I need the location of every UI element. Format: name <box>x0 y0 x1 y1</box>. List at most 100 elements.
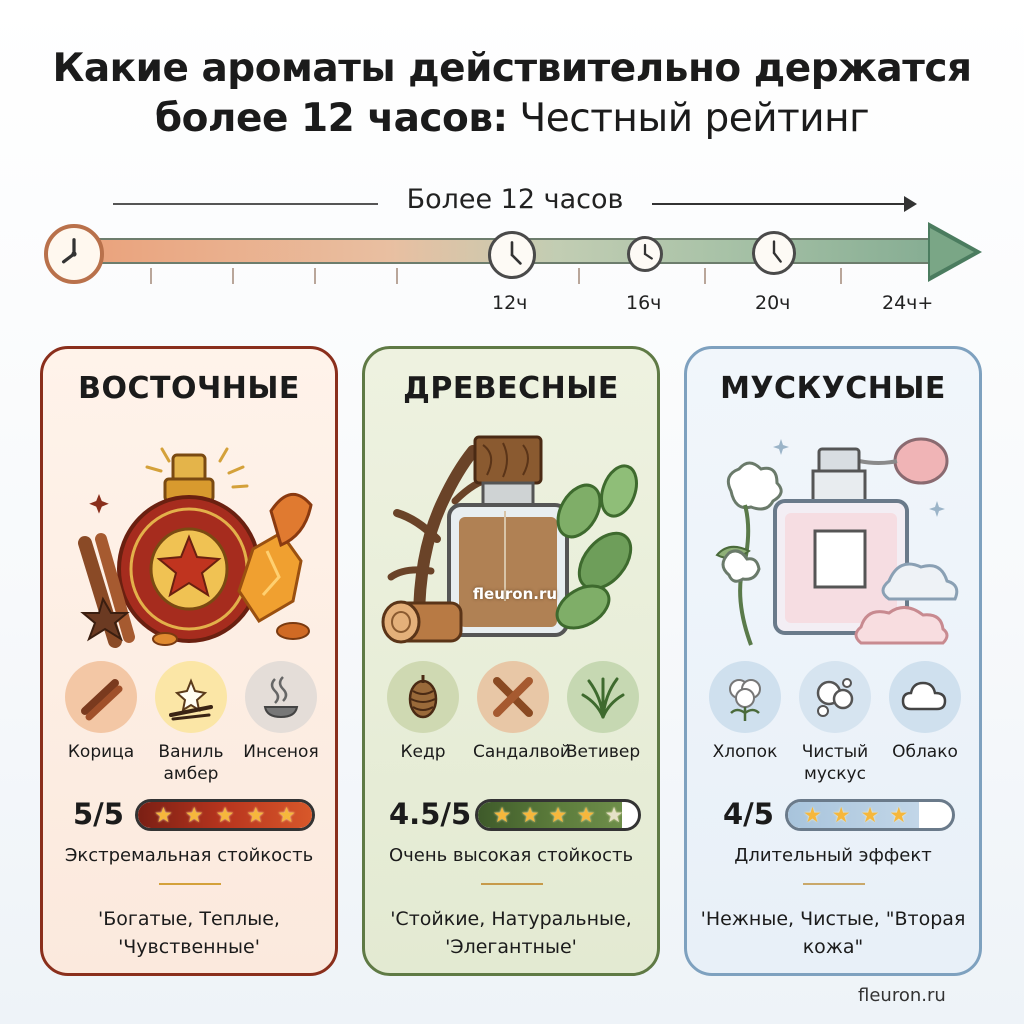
card-title: ДРЕВЕСНЫЕ <box>403 371 619 406</box>
star-icon: ★ <box>153 803 173 827</box>
note-label: Чистый мускус <box>801 742 869 784</box>
rating-description: Экстремальная стойкость <box>64 845 314 866</box>
timeline-tick <box>314 268 316 284</box>
rating-row: 4.5/5 ★ ★ ★ ★ ★ <box>365 795 657 835</box>
rating-bar: ★ ★ ★ ★ ★ <box>135 799 315 831</box>
note-label: Инсеноя <box>243 742 319 762</box>
clock-12h-icon <box>488 231 536 279</box>
vanilla-icon <box>155 661 227 733</box>
incense-icon <box>245 661 317 733</box>
site-watermark: fleuron.ru <box>858 985 946 1006</box>
title-line-2-bold: более 12 часов: <box>154 96 508 141</box>
note-label: Корица <box>67 742 135 762</box>
title-line-2-light: Честный рейтинг <box>519 96 870 141</box>
star-icon: ★ <box>492 803 512 827</box>
star-icon: ★ <box>831 803 851 827</box>
watermark: fleuron.ru <box>472 585 558 603</box>
timeline-mark-12h: 12ч <box>492 292 528 314</box>
timeline-tick <box>150 268 152 284</box>
card-quote: 'Нежные, Чистые, "Вторая кожа" <box>700 908 966 958</box>
rating-stars: ★ ★ ★ ★ ★ <box>138 802 312 828</box>
rating-score: 5/5 <box>73 797 124 831</box>
musk-perfume-illustration <box>701 431 967 651</box>
rating-description: Очень высокая стойкость <box>388 845 634 866</box>
note-cloud: Облако <box>885 661 965 763</box>
timeline-tick <box>704 268 706 284</box>
star-icon: ★ <box>215 803 235 827</box>
rating-bar-fill <box>788 802 920 828</box>
timeline-mark-24h: 24ч+ <box>882 292 934 314</box>
rating-row: 4/5 ★ ★ ★ ★ ★ <box>687 795 979 835</box>
star-icon: ★ <box>246 803 266 827</box>
star-icon: ★ <box>802 803 822 827</box>
note-label: Облако <box>892 742 958 762</box>
rating-score: 4/5 <box>723 797 774 831</box>
timeline-caption: Более 12 часов <box>406 184 624 215</box>
note-label: Хлопок <box>712 742 778 762</box>
timeline-mark-16h: 16ч <box>626 292 662 314</box>
divider <box>159 883 221 885</box>
note-label: Сандалвой <box>473 742 571 762</box>
title-line-1: Какие ароматы действительно держатся <box>52 46 972 91</box>
musk-bubbles-icon <box>799 661 871 733</box>
rating-bar: ★ ★ ★ ★ ★ <box>475 799 641 831</box>
star-icon: ★ <box>520 803 540 827</box>
vetiver-grass-icon <box>567 661 639 733</box>
clock-20h-icon <box>752 231 796 275</box>
star-icon: ★ <box>576 803 596 827</box>
rating-description: Длительный эффект <box>734 845 932 866</box>
rating-score: 4.5/5 <box>389 797 472 831</box>
note-cinnamon: Корица <box>61 661 141 763</box>
note-cotton: Хлопок <box>705 661 785 763</box>
page-title: Какие ароматы действительно держатся бол… <box>0 44 1024 144</box>
divider <box>803 883 865 885</box>
timeline-tick <box>578 268 580 284</box>
cloud-icon <box>889 661 961 733</box>
card-quote: 'Богатые, Теплые, 'Чувственные' <box>98 908 280 958</box>
note-label: Ветивер <box>565 742 641 762</box>
oriental-perfume-illustration <box>57 431 323 651</box>
card-title: ВОСТОЧНЫЕ <box>78 371 300 406</box>
note-label: Кедр <box>400 742 446 762</box>
timeline-caption-arrow-icon <box>904 196 917 212</box>
star-icon: ★ <box>889 803 909 827</box>
timeline-mark-20h: 20ч <box>755 292 791 314</box>
cotton-flower-icon <box>709 661 781 733</box>
star-icon: ★ <box>184 803 204 827</box>
sandalwood-icon <box>477 661 549 733</box>
note-vetiver: Ветивер <box>563 661 643 763</box>
start-clock-icon <box>44 224 104 284</box>
timeline-arrow-fill <box>930 228 974 276</box>
card-woody: ДРЕВЕСНЫЕ fleuron.ru <box>362 346 660 976</box>
half-star-icon: ★ <box>604 803 624 827</box>
rating-bar-fill <box>478 802 622 828</box>
note-vanilla-amber: Ваниль амбер <box>151 661 231 785</box>
note-cedar: Кедр <box>383 661 463 763</box>
note-incense: Инсеноя <box>241 661 321 763</box>
rating-stars: ★ ★ ★ ★ ★ <box>788 802 952 828</box>
timeline-caption-arrow-line <box>652 203 910 205</box>
woody-perfume-illustration <box>379 431 645 651</box>
timeline-tick <box>232 268 234 284</box>
timeline-tick <box>840 268 842 284</box>
empty-star-slot: ★ <box>918 802 937 828</box>
star-icon: ★ <box>548 803 568 827</box>
rating-row: 5/5 ★ ★ ★ ★ ★ <box>43 795 335 835</box>
rating-stars: ★ ★ ★ ★ ★ <box>478 802 638 828</box>
star-icon: ★ <box>860 803 880 827</box>
divider <box>481 883 543 885</box>
cinnamon-icon <box>65 661 137 733</box>
card-oriental: ВОСТОЧНЫЕ <box>40 346 338 976</box>
card-title: МУСКУСНЫЕ <box>720 371 946 406</box>
note-label: Ваниль амбер <box>158 742 224 784</box>
card-musk: МУСКУСНЫЕ Хлопок Чистый мускус <box>684 346 982 976</box>
timeline-tick <box>396 268 398 284</box>
clock-16h-icon <box>627 236 663 272</box>
note-sandalwood: Сандалвой <box>473 661 571 763</box>
card-quote: 'Стойкие, Натуральные, 'Элегантные' <box>390 908 632 958</box>
pine-cone-icon <box>387 661 459 733</box>
rating-bar-fill <box>138 802 312 828</box>
rating-bar: ★ ★ ★ ★ ★ <box>785 799 955 831</box>
note-clean-musk: Чистый мускус <box>795 661 875 785</box>
timeline-caption-line <box>113 203 378 205</box>
